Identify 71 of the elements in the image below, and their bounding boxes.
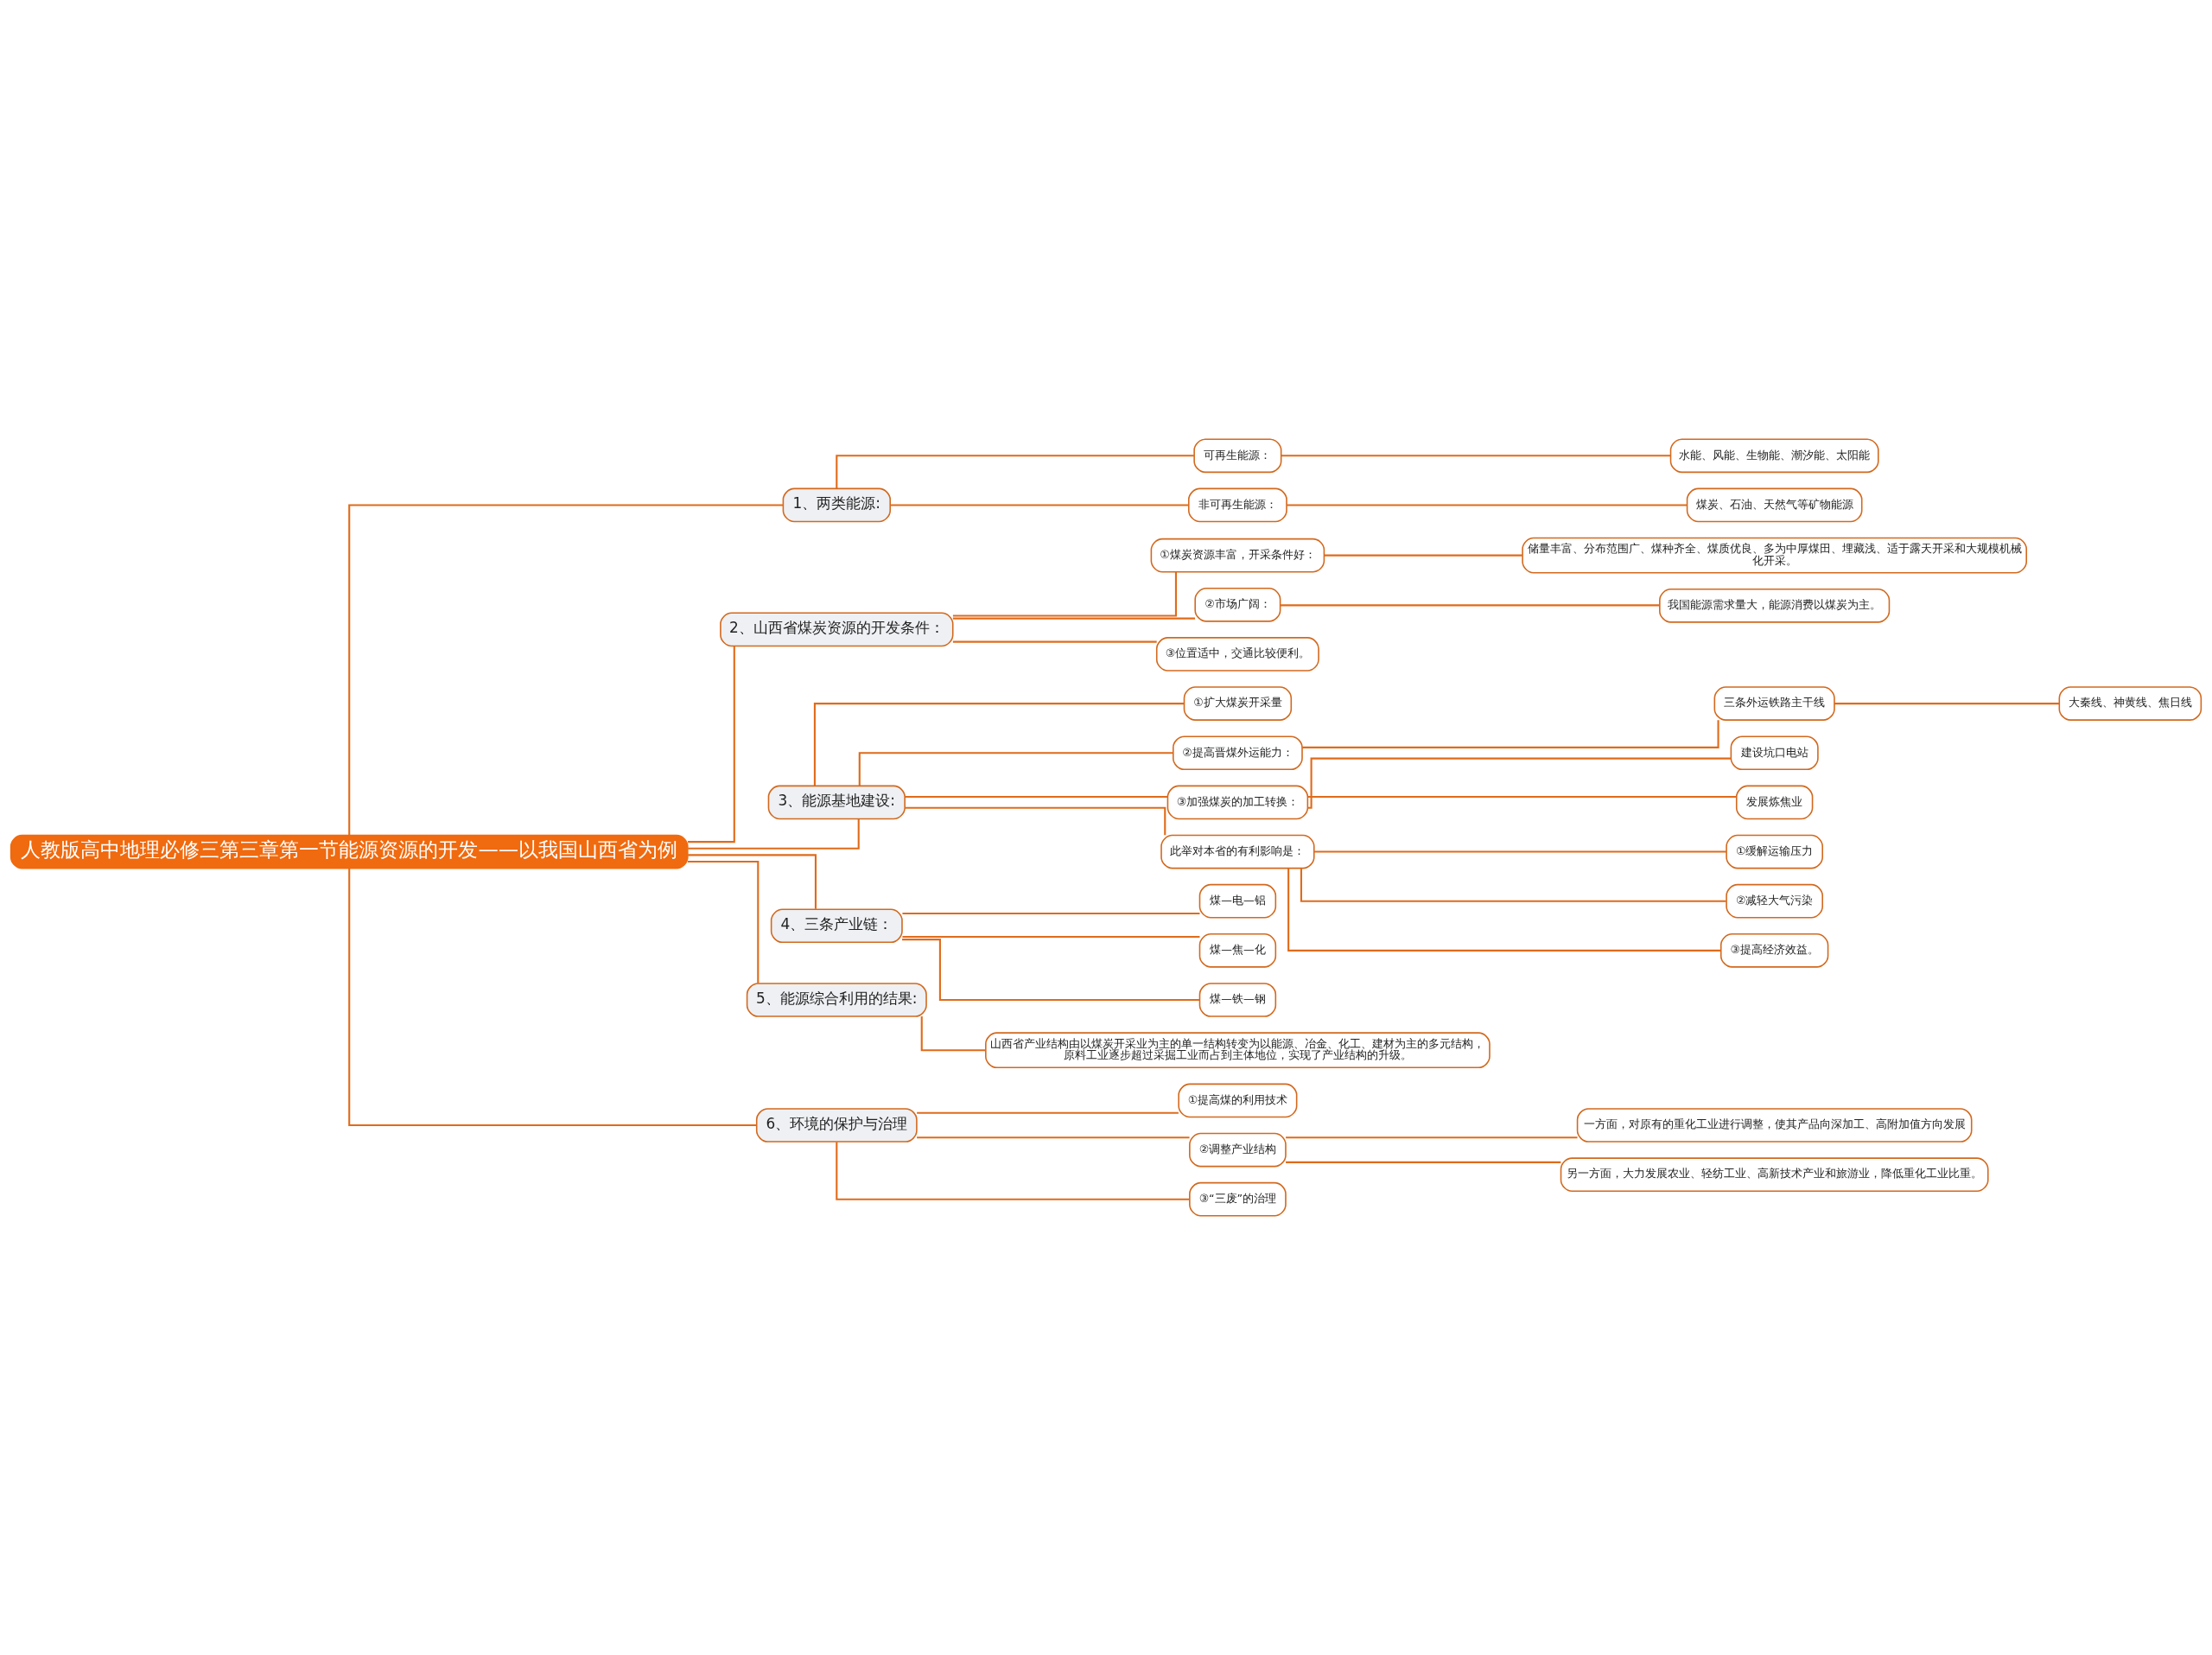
node-box: 建设坑口电站: [1730, 735, 1819, 771]
connector: [917, 1136, 1190, 1139]
connector: [836, 455, 1194, 489]
node-box: 山西省产业结构由以煤炭开采业为主的单一结构转变为以能源、冶金、化工、建材为主的多元结构，原料工业逐步超过采掘工业而占到主体地位，实现了产业结构的升级。: [985, 1032, 1491, 1069]
connector: [1314, 850, 1726, 853]
connector: [902, 912, 1200, 915]
connector: [902, 935, 1200, 939]
node-box: 我国能源需求量大，能源消费以煤炭为主。: [1659, 589, 1891, 623]
node-box: 5、能源综合利用的结果:: [746, 983, 927, 1017]
node-box: 发展炼焦业: [1735, 785, 1814, 820]
connector: [1834, 703, 2060, 705]
connector: [688, 860, 760, 983]
connector: [1280, 604, 1660, 607]
connector: [1287, 868, 1721, 952]
connector: [836, 1142, 1190, 1200]
connector: [952, 617, 1195, 620]
connector: [858, 752, 1173, 786]
connector: [688, 854, 817, 909]
node-box: ③“三废”的治理: [1189, 1181, 1287, 1217]
node-box: ③位置适中，交通比较便利。: [1155, 637, 1319, 672]
node-box: 储量丰富、分布范围广、煤种齐全、煤质优良、多为中厚煤田、埋藏浅、适于露天开采和大规模机械化开采。: [1522, 537, 2027, 574]
connector: [348, 504, 784, 836]
node-box: 人教版高中地理必修三第三章第一节能源资源的开发——以我国山西省为例: [10, 834, 689, 869]
node-box: 1、两类能源:: [782, 487, 892, 523]
connector: [348, 868, 757, 1127]
connector: [1324, 554, 1522, 557]
node-box: 非可再生能源：: [1188, 487, 1287, 523]
node-box: ②市场广阔：: [1194, 587, 1281, 622]
connector: [905, 806, 1166, 836]
node-box: ①扩大煤炭开采量: [1183, 686, 1293, 721]
node-box: 6、环境的保护与治理: [755, 1108, 918, 1143]
node-box: ②提高晋煤外运能力：: [1173, 735, 1303, 771]
node-box: 此举对本省的有利影响是：: [1160, 834, 1315, 869]
connector: [1302, 720, 1719, 748]
connector: [1300, 868, 1726, 902]
connector: [920, 1016, 986, 1052]
node-box: 另一方面，大力发展农业、轻纺工业、高新技术产业和旅游业，降低重化工业比重。: [1560, 1157, 1989, 1192]
node-box: ①缓解运输压力: [1726, 834, 1823, 869]
connector: [905, 796, 1168, 799]
node-box: ②减轻大气污染: [1726, 883, 1823, 919]
connector: [1281, 455, 1671, 457]
node-box: 4、三条产业链：: [770, 908, 903, 944]
node-box: ③提高经济效益。: [1719, 933, 1829, 968]
connector: [1286, 1161, 1561, 1163]
node-box: 2、山西省煤炭资源的开发条件：: [720, 612, 954, 647]
connector: [902, 939, 1200, 1002]
node-box: 3、能源基地建设:: [767, 785, 906, 820]
connector: [688, 646, 735, 843]
connector: [813, 703, 1185, 786]
connector: [688, 818, 860, 850]
connector: [1307, 757, 1732, 809]
node-box: 水能、风能、生物能、潮汐能、太阳能: [1669, 438, 1879, 474]
connector: [890, 504, 1189, 506]
connector: [952, 571, 1177, 617]
node-box: 煤炭、石油、天然气等矿物能源: [1686, 487, 1863, 523]
node-box: ①提高煤的利用技术: [1178, 1083, 1298, 1118]
node-box: 大秦线、神黄线、焦日线: [2058, 686, 2202, 721]
node-box: 一方面，对原有的重化工业进行调整，使其产品向深加工、高附加值方向发展: [1576, 1108, 1973, 1143]
connector: [1287, 504, 1688, 506]
node-box: ③加强煤炭的加工转换：: [1166, 785, 1309, 820]
connector: [1286, 1136, 1578, 1139]
node-box: ②调整产业结构: [1189, 1132, 1287, 1168]
node-box: ①煤炭资源丰富，开采条件好：: [1150, 538, 1325, 573]
connector: [917, 1111, 1179, 1114]
connector: [1307, 796, 1737, 799]
node-box: 三条外运铁路主干线: [1713, 686, 1835, 721]
node-box: 可再生能源：: [1193, 438, 1282, 474]
connector: [952, 640, 1157, 643]
node-box: 煤—焦—化: [1198, 933, 1277, 968]
node-box: 煤—铁—钢: [1198, 983, 1277, 1017]
node-box: 煤—电—铝: [1198, 883, 1277, 919]
